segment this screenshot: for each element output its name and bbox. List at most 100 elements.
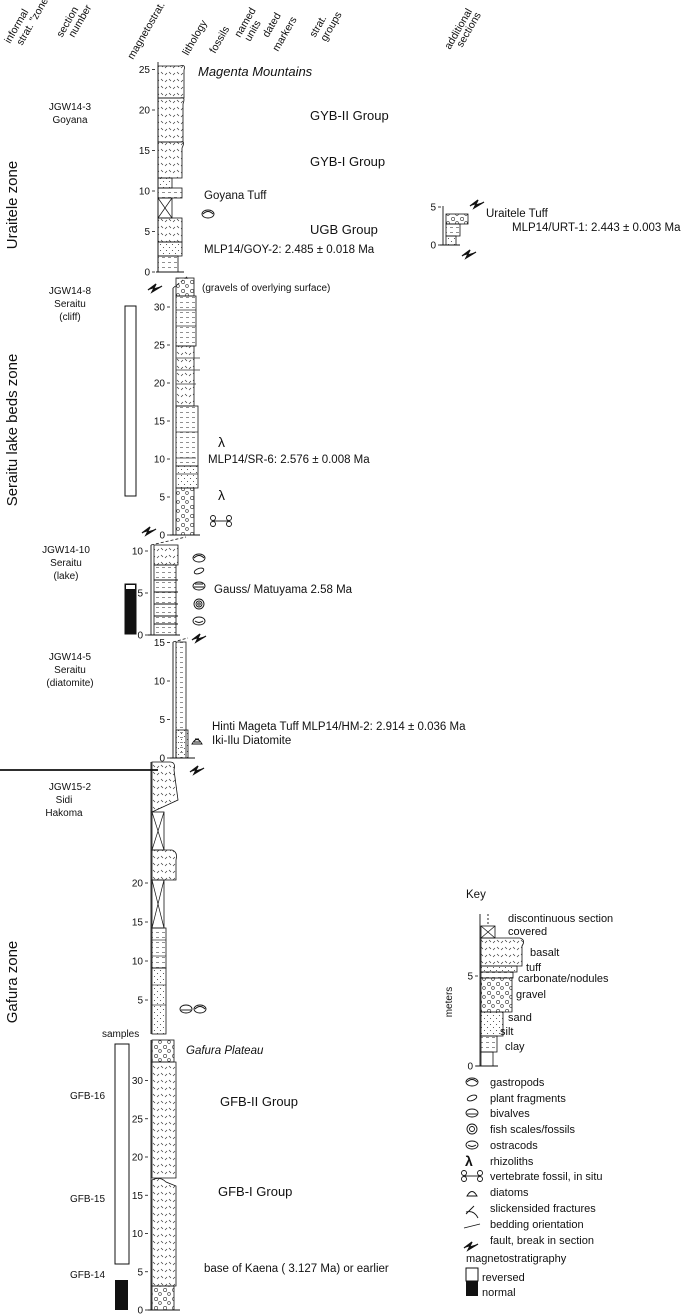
gastropod-icon <box>201 209 215 219</box>
depth-tick-label: 25 <box>139 65 151 76</box>
section-cliff: (cliff) <box>59 312 80 323</box>
label-kaena: base of Kaena ( 3.127 Ma) or earlier <box>204 1263 389 1275</box>
bivalve-icon <box>192 581 206 591</box>
gastropod-icon <box>192 553 206 563</box>
column-headers: informal strat. "zones" section number m… <box>2 0 484 61</box>
depth-tick-label: 15 <box>139 146 151 157</box>
zone-uraitele: Uraitele zone <box>4 161 21 249</box>
depth-tick-label: 30 <box>154 303 166 314</box>
magneto-bar-lake-normal <box>124 583 137 635</box>
key-plant: plant fragments <box>490 1093 566 1105</box>
key-gravel: gravel <box>516 989 546 1001</box>
key-reversed-swatch <box>465 1267 479 1282</box>
depth-ticks: 0510152025051015202530051005101551015200… <box>132 65 478 1315</box>
depth-tick-label: 0 <box>159 754 165 765</box>
key-normal: normal <box>482 1287 516 1299</box>
depth-tick-label: 30 <box>132 1076 144 1087</box>
rhizolith-icon: λ <box>465 1153 473 1169</box>
section-labels: JGW14-3 Goyana JGW14-8 Seraitu (cliff) J… <box>42 102 94 819</box>
fault-icon <box>141 199 485 776</box>
depth-tick-label: 15 <box>154 638 166 649</box>
section-goyana: Goyana <box>52 115 87 126</box>
label-goyana-tuff: Goyana Tuff <box>204 190 267 202</box>
label-gfb15: GFB-15 <box>70 1194 105 1205</box>
depth-tick-label: 0 <box>159 531 165 542</box>
fish-scale-icon <box>466 1123 478 1135</box>
uraitele-column <box>440 206 469 246</box>
depth-tick-label: 5 <box>137 589 143 600</box>
section-sidi: Sidi <box>56 795 73 806</box>
label-goy2-date: MLP14/GOY-2: 2.485 ± 0.018 Ma <box>204 244 375 256</box>
key-legend: Key meters discontinuous section covered… <box>444 889 613 1299</box>
zone-gafura: Gafura zone <box>4 941 21 1024</box>
sidi-column <box>150 761 179 1035</box>
diatomite-column <box>170 637 195 759</box>
depth-tick-label: 0 <box>430 241 436 252</box>
label-gauss-matuyama: Gauss/ Matuyama 2.58 Ma <box>214 584 353 596</box>
key-diatoms: diatoms <box>490 1187 529 1199</box>
plant-fragment-icon <box>466 1094 478 1102</box>
zone-seraitu: Seraitu lake beds zone <box>4 354 21 507</box>
key-sand: sand <box>508 1012 532 1024</box>
key-discontinuous: discontinuous section <box>508 913 613 925</box>
depth-tick-label: 20 <box>154 379 166 390</box>
section-jgw14-10: JGW14-10 <box>42 545 90 556</box>
header-magnetostrat: magnetostrat. <box>125 0 167 61</box>
slickenside-icon <box>465 1205 479 1219</box>
depth-tick-label: 10 <box>154 677 166 688</box>
section-diatomite: (diatomite) <box>46 678 93 689</box>
key-slickensided: slickensided fractures <box>490 1203 596 1215</box>
magneto-bar-lake-reversed <box>126 585 135 589</box>
label-uraitele-tuff: Uraitele Tuff <box>486 208 549 220</box>
key-title: Key <box>466 889 486 901</box>
section-seraitu-diatomite: Seraitu <box>54 665 86 676</box>
depth-tick-label: 15 <box>132 1191 144 1202</box>
key-clay: clay <box>505 1041 525 1053</box>
depth-tick-label: 20 <box>132 879 144 890</box>
vertebrate-icon <box>461 1170 483 1182</box>
gafura-column <box>148 1039 180 1311</box>
key-fault: fault, break in section <box>490 1235 594 1247</box>
key-magneto-title: magnetostratigraphy <box>466 1253 567 1265</box>
label-urt1-date: MLP14/URT-1: 2.443 ± 0.003 Ma <box>512 222 681 234</box>
key-vertebrate: vertebrate fossil, in situ <box>490 1171 603 1183</box>
magneto-bar-gafura-normal <box>115 1280 128 1310</box>
key-bedding: bedding orientation <box>490 1219 584 1231</box>
key-covered: covered <box>508 926 547 938</box>
depth-tick-label: 20 <box>132 1153 144 1164</box>
plant-fragment-icon <box>193 567 205 575</box>
depth-tick-label: 5 <box>159 493 165 504</box>
gastropod-icon <box>465 1077 479 1087</box>
label-gfb16: GFB-16 <box>70 1091 105 1102</box>
key-carbonate: carbonate/nodules <box>518 973 609 985</box>
section-jgw15-2: JGW15-2 <box>49 782 92 793</box>
section-lake: (lake) <box>53 571 78 582</box>
depth-tick-label: 10 <box>154 455 166 466</box>
label-samples: samples <box>102 1029 139 1040</box>
label-ugb-group: UGB Group <box>310 222 378 237</box>
bivalve-icon <box>179 1004 193 1014</box>
bivalve-icon <box>465 1108 479 1118</box>
label-hinti-date: Hinti Mageta Tuff MLP14/HM-2: 2.914 ± 0.… <box>212 721 466 733</box>
label-gfb2-group: GFB-II Group <box>220 1094 298 1109</box>
section-seraitu-cliff: Seraitu <box>54 299 86 310</box>
depth-tick-label: 5 <box>159 715 165 726</box>
key-ostracods: ostracods <box>490 1140 538 1152</box>
diatom-icon <box>191 738 203 745</box>
fault-icon <box>463 1241 479 1252</box>
section-jgw14-5: JGW14-5 <box>49 652 92 663</box>
key-axis-label: meters <box>444 987 455 1018</box>
magneto-bar-gafura-reversed <box>114 1043 130 1265</box>
cliff-column <box>170 275 200 536</box>
depth-tick-label: 0 <box>137 1306 143 1315</box>
section-jgw14-8: JGW14-8 <box>49 286 92 297</box>
depth-tick-label: 10 <box>139 187 151 198</box>
label-sr6-date: MLP14/SR-6: 2.576 ± 0.008 Ma <box>208 454 370 466</box>
key-silt: silt <box>500 1026 513 1038</box>
depth-tick-label: 10 <box>132 1229 144 1240</box>
lake-column <box>148 536 187 636</box>
depth-tick-label: 0 <box>467 1062 473 1073</box>
depth-tick-label: 5 <box>467 972 473 983</box>
label-gfb1-group: GFB-I Group <box>218 1184 292 1199</box>
